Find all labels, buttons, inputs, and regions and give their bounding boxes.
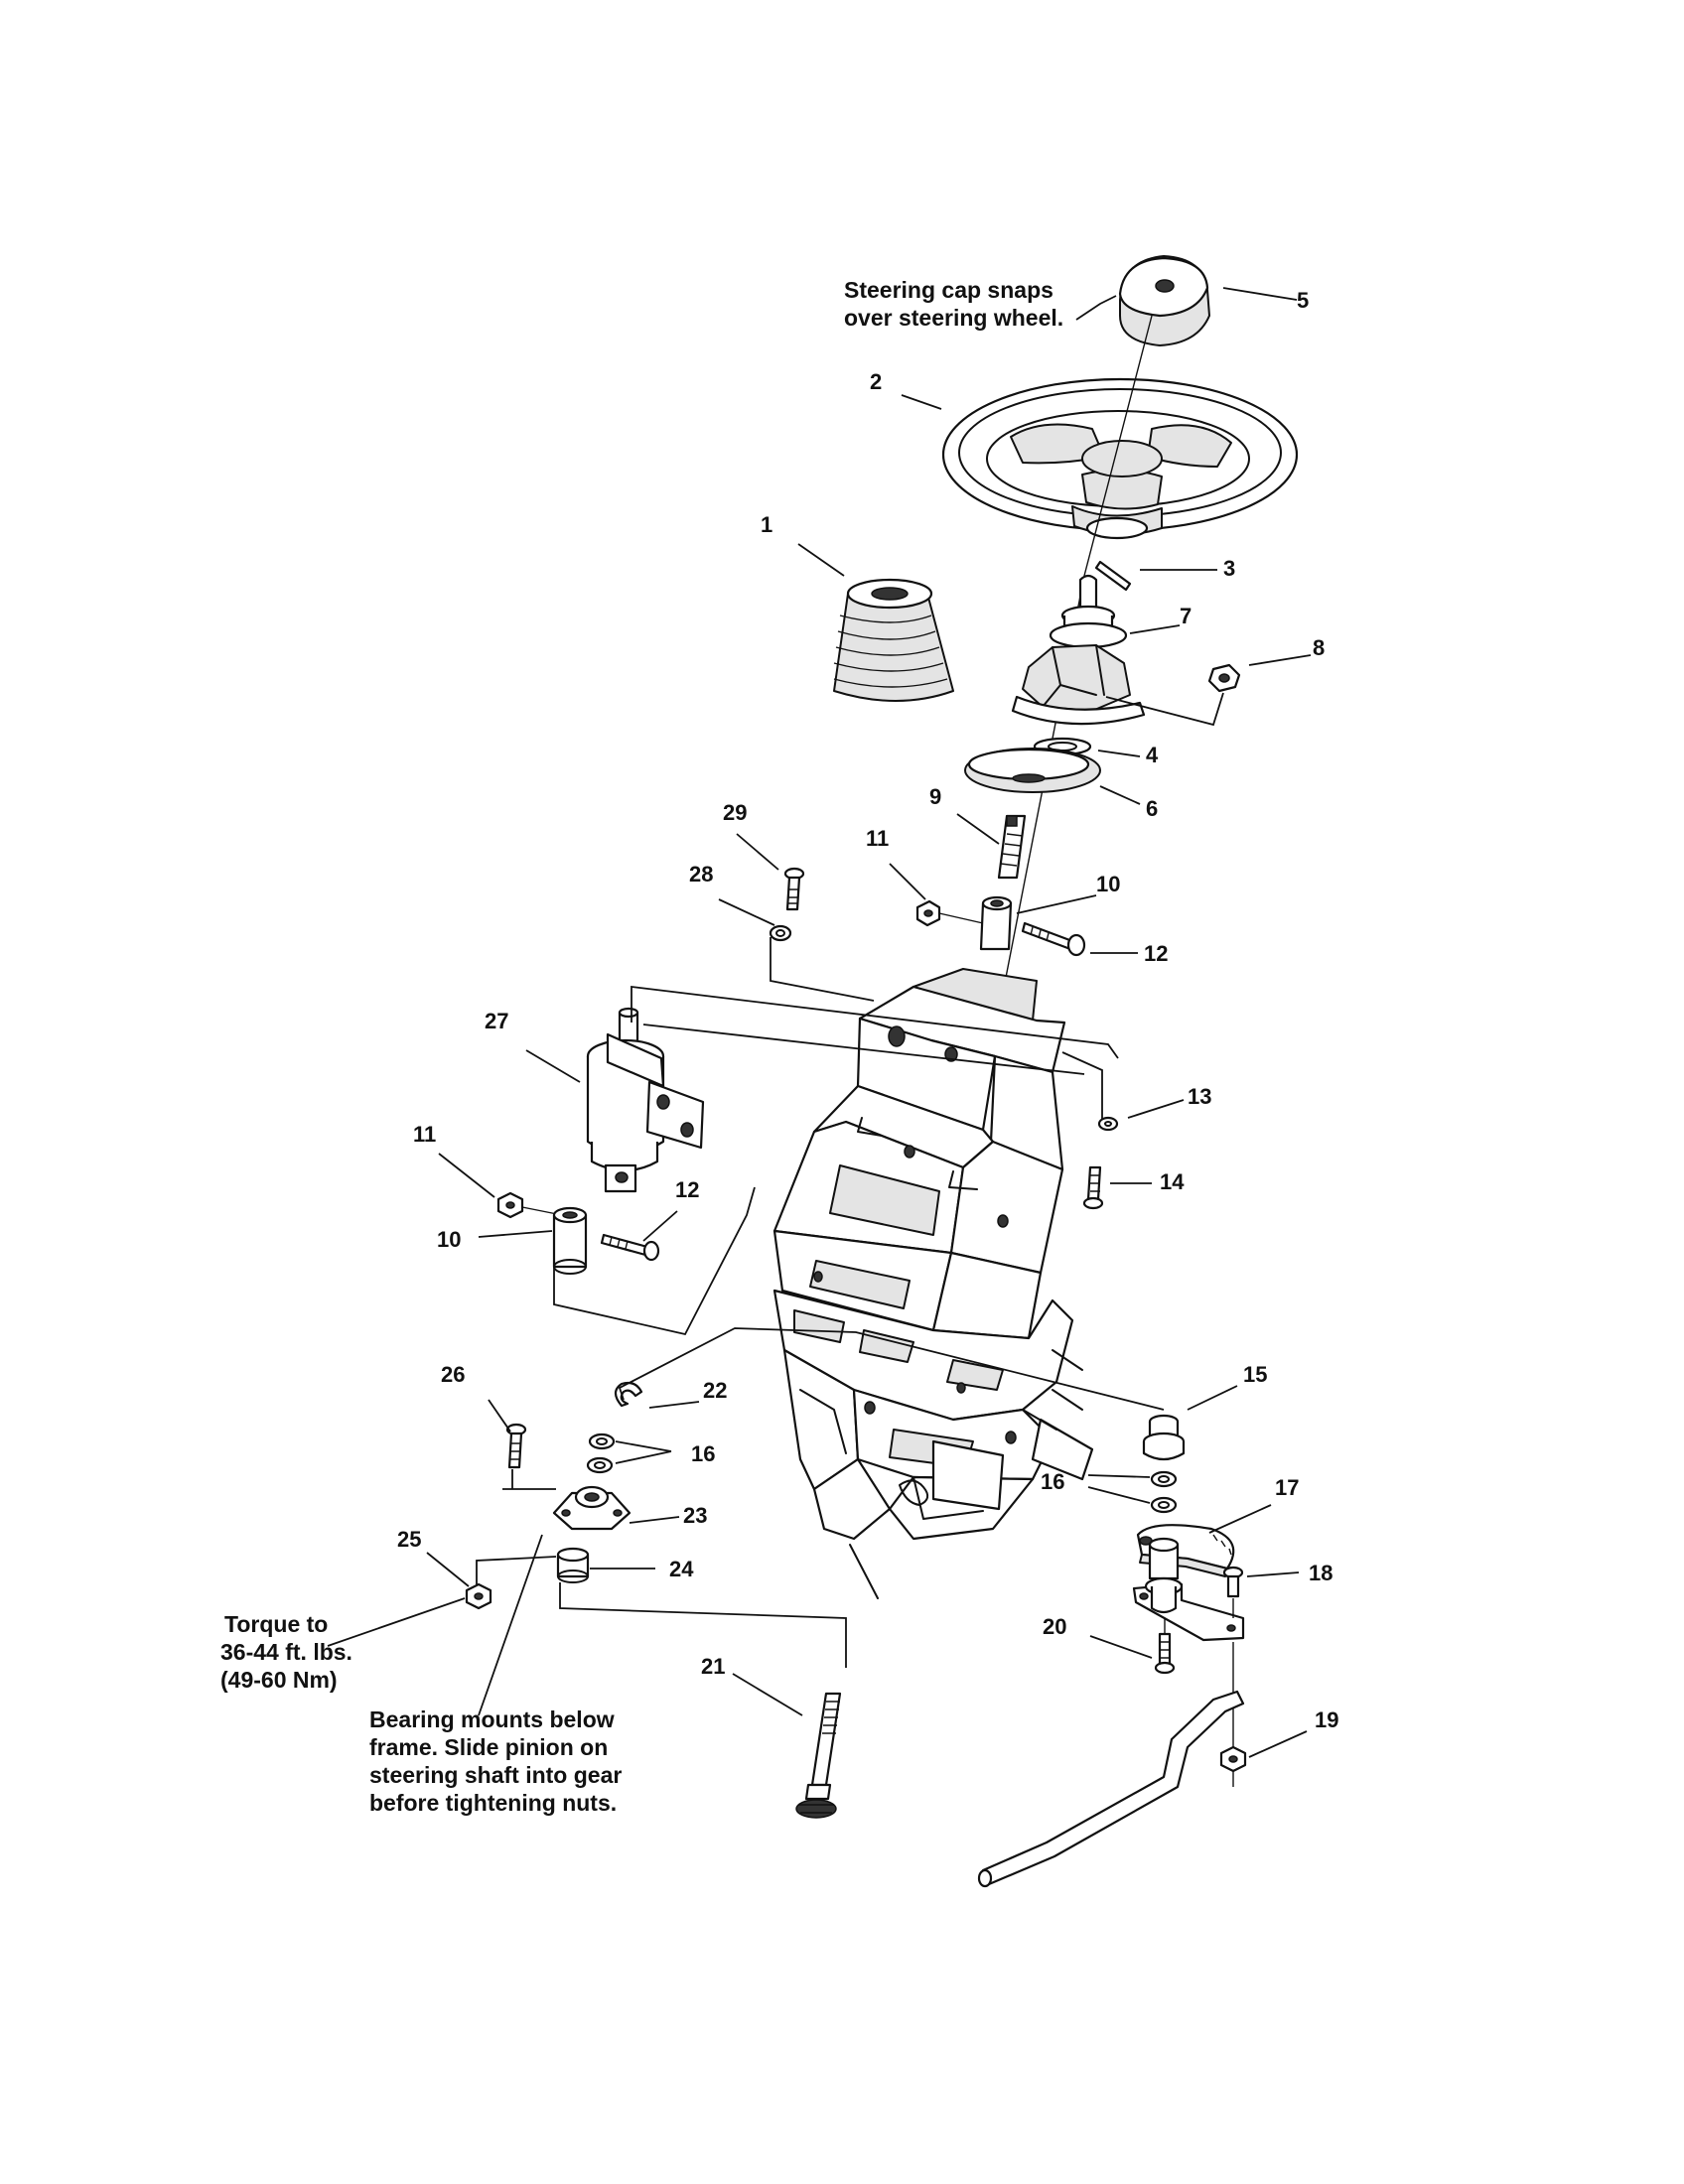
callout-2: 2 bbox=[870, 369, 882, 394]
part-25-nut bbox=[465, 1556, 557, 1610]
callout-23: 23 bbox=[683, 1503, 707, 1528]
part-22-e-clip bbox=[614, 1381, 643, 1408]
part-13-washer bbox=[1097, 1116, 1119, 1132]
callout-9: 9 bbox=[929, 784, 941, 809]
callout-11-lower: 11 bbox=[413, 1122, 436, 1147]
callout-21: 21 bbox=[701, 1654, 725, 1679]
callout-17: 17 bbox=[1275, 1475, 1299, 1500]
callout-16-right: 16 bbox=[1041, 1469, 1064, 1494]
note-bearing-line-2: frame. Slide pinion on bbox=[369, 1734, 608, 1760]
part-7-upper-shaft-housing bbox=[1011, 574, 1146, 726]
part-11-nut-lower bbox=[496, 1191, 563, 1219]
note-steering-cap-line-1: Steering cap snaps bbox=[844, 277, 1053, 303]
callout-12-lower: 12 bbox=[675, 1177, 699, 1202]
leader-lines bbox=[327, 287, 1312, 1758]
part-20-bolt bbox=[1154, 1618, 1176, 1675]
note-torque-line-1: Torque to bbox=[224, 1611, 328, 1637]
note-torque-line-3: (49-60 Nm) bbox=[220, 1667, 338, 1693]
part-10-coupler-lower bbox=[552, 1206, 588, 1275]
callout-3: 3 bbox=[1223, 556, 1235, 581]
note-bearing-line-1: Bearing mounts below bbox=[369, 1706, 615, 1732]
part-23-flange-bearing bbox=[552, 1485, 632, 1531]
callout-8: 8 bbox=[1313, 635, 1325, 660]
part-28-washer bbox=[769, 924, 875, 1002]
callout-12-upper: 12 bbox=[1144, 941, 1168, 966]
part-12-bolt-upper bbox=[1021, 921, 1086, 957]
part-16-washers-left bbox=[586, 1433, 616, 1474]
note-torque: Torque to 36-44 ft. lbs. (49-60 Nm) bbox=[220, 1611, 352, 1693]
part-3-roll-pin bbox=[1094, 560, 1132, 592]
part-11-nut-upper bbox=[915, 899, 984, 927]
part-9-steering-shaft-worm bbox=[997, 814, 1027, 880]
part-24-spacer bbox=[556, 1547, 590, 1583]
part-17-sector-gear bbox=[1136, 1524, 1235, 1580]
note-bearing-line-3: steering shaft into gear bbox=[369, 1762, 622, 1788]
part-12-bolt-lower bbox=[553, 1186, 756, 1336]
note-bearing-line-4: before tightening nuts. bbox=[369, 1790, 617, 1816]
callout-1: 1 bbox=[761, 512, 772, 537]
callout-11-upper: 11 bbox=[866, 826, 889, 851]
note-torque-line-2: 36-44 ft. lbs. bbox=[220, 1639, 352, 1665]
callout-25: 25 bbox=[397, 1527, 421, 1552]
callout-5: 5 bbox=[1297, 288, 1309, 313]
callout-28: 28 bbox=[689, 862, 713, 887]
callout-26: 26 bbox=[441, 1362, 465, 1387]
part-16-washers-right bbox=[1150, 1470, 1178, 1514]
callout-numbers: 5 2 1 3 7 8 4 6 9 29 11 10 28 12 27 13 1… bbox=[397, 288, 1338, 1732]
steering-support-bracket bbox=[772, 968, 1066, 1340]
part-19-nut bbox=[1219, 1642, 1247, 1787]
part-21-pinion-shaft bbox=[795, 1692, 842, 1819]
drag-link bbox=[977, 1690, 1245, 1888]
callout-10-upper: 10 bbox=[1096, 872, 1120, 896]
callout-18: 18 bbox=[1309, 1561, 1333, 1585]
note-steering-cap: Steering cap snaps over steering wheel. bbox=[844, 277, 1063, 331]
part-6-plate bbox=[964, 748, 1101, 793]
callout-27: 27 bbox=[485, 1009, 508, 1033]
part-27-steering-gearbox bbox=[586, 985, 1119, 1193]
callout-29: 29 bbox=[723, 800, 747, 825]
note-bearing: Bearing mounts below frame. Slide pinion… bbox=[369, 1706, 622, 1816]
part-26-bolt bbox=[505, 1423, 527, 1489]
callout-10-lower: 10 bbox=[437, 1227, 461, 1252]
callout-4: 4 bbox=[1146, 743, 1159, 767]
part-1-steering-boot bbox=[833, 578, 954, 702]
callout-16-left: 16 bbox=[691, 1441, 715, 1466]
callout-13: 13 bbox=[1188, 1084, 1211, 1109]
part-2-steering-wheel bbox=[941, 377, 1299, 540]
callout-14: 14 bbox=[1160, 1169, 1185, 1194]
callout-24: 24 bbox=[669, 1557, 694, 1581]
steering-arm-assembly bbox=[1132, 1576, 1245, 1642]
callout-6: 6 bbox=[1146, 796, 1158, 821]
part-14-bolt bbox=[1061, 1051, 1104, 1210]
callout-7: 7 bbox=[1180, 604, 1192, 628]
tractor-frame bbox=[772, 1289, 1094, 1599]
part-8-nut bbox=[1105, 663, 1241, 727]
part-10-coupler-upper bbox=[979, 895, 1013, 951]
callout-15: 15 bbox=[1243, 1362, 1267, 1387]
callout-20: 20 bbox=[1043, 1614, 1066, 1639]
part-29-bolt bbox=[783, 867, 805, 911]
note-steering-cap-line-2: over steering wheel. bbox=[844, 305, 1063, 331]
callout-19: 19 bbox=[1315, 1707, 1338, 1732]
part-18-bolt bbox=[1222, 1566, 1244, 1618]
callout-22: 22 bbox=[703, 1378, 727, 1403]
part-5-steering-cap bbox=[1118, 255, 1210, 346]
part-15-bearing-right bbox=[1142, 1414, 1186, 1461]
